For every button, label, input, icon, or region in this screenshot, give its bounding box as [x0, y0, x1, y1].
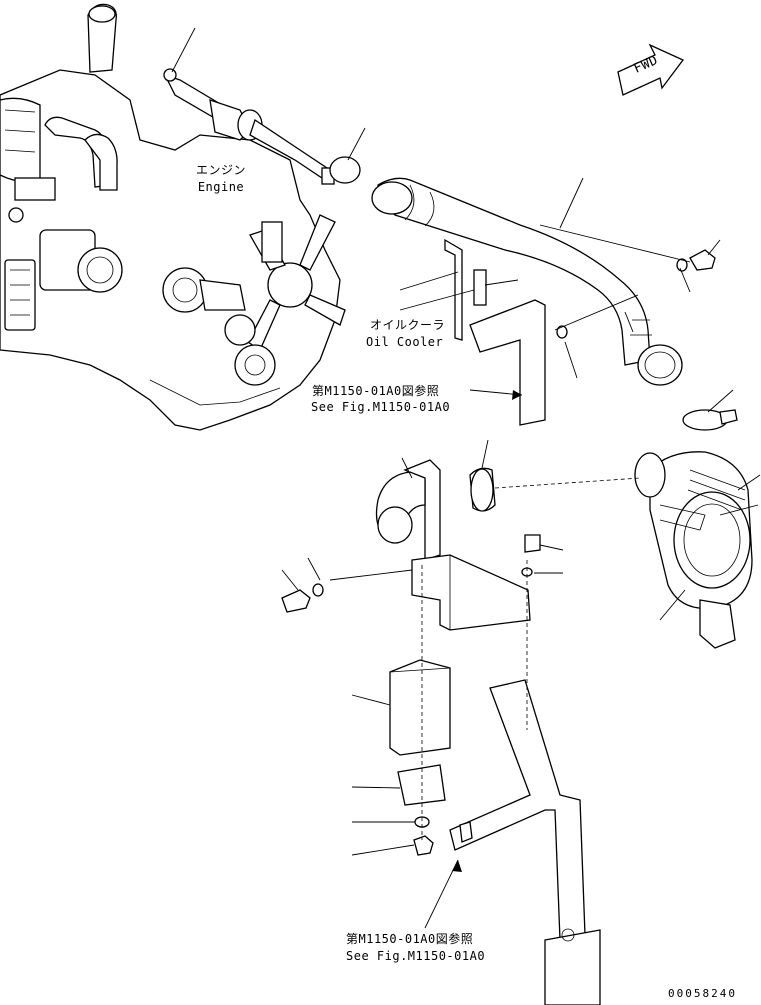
mounting-stand	[449, 679, 601, 1005]
air-cleaner	[469, 451, 753, 649]
leader-arrowhead-lower	[452, 860, 462, 872]
leader-arrowhead-upper	[512, 390, 522, 400]
oil-cooler-label-jp: オイルクーラ	[370, 318, 446, 332]
intake-hose	[329, 156, 738, 431]
reference-upper-jp: 第M1150-01A0図参照	[312, 384, 440, 398]
engine-assembly	[0, 3, 346, 431]
fwd-arrow-icon	[617, 43, 685, 96]
leader-lines	[171, 27, 761, 929]
oil-cooler-label-en: Oil Cooler	[366, 335, 444, 349]
upper-bolt	[556, 249, 716, 339]
engine-label-jp: エンジン	[195, 163, 246, 177]
reference-upper-en: See Fig.M1150-01A0	[311, 400, 451, 414]
lower-parts	[389, 659, 451, 856]
oil-cooler-bracket	[444, 238, 546, 426]
reference-lower-en: See Fig.M1150-01A0	[346, 949, 486, 963]
reference-lower-jp: 第M1150-01A0図参照	[346, 932, 474, 946]
drawing-number: 00058240	[668, 987, 737, 1000]
assembly-lines	[421, 300, 641, 840]
lower-elbow-bracket	[281, 459, 541, 631]
engine-label-en: Engine	[197, 180, 245, 194]
